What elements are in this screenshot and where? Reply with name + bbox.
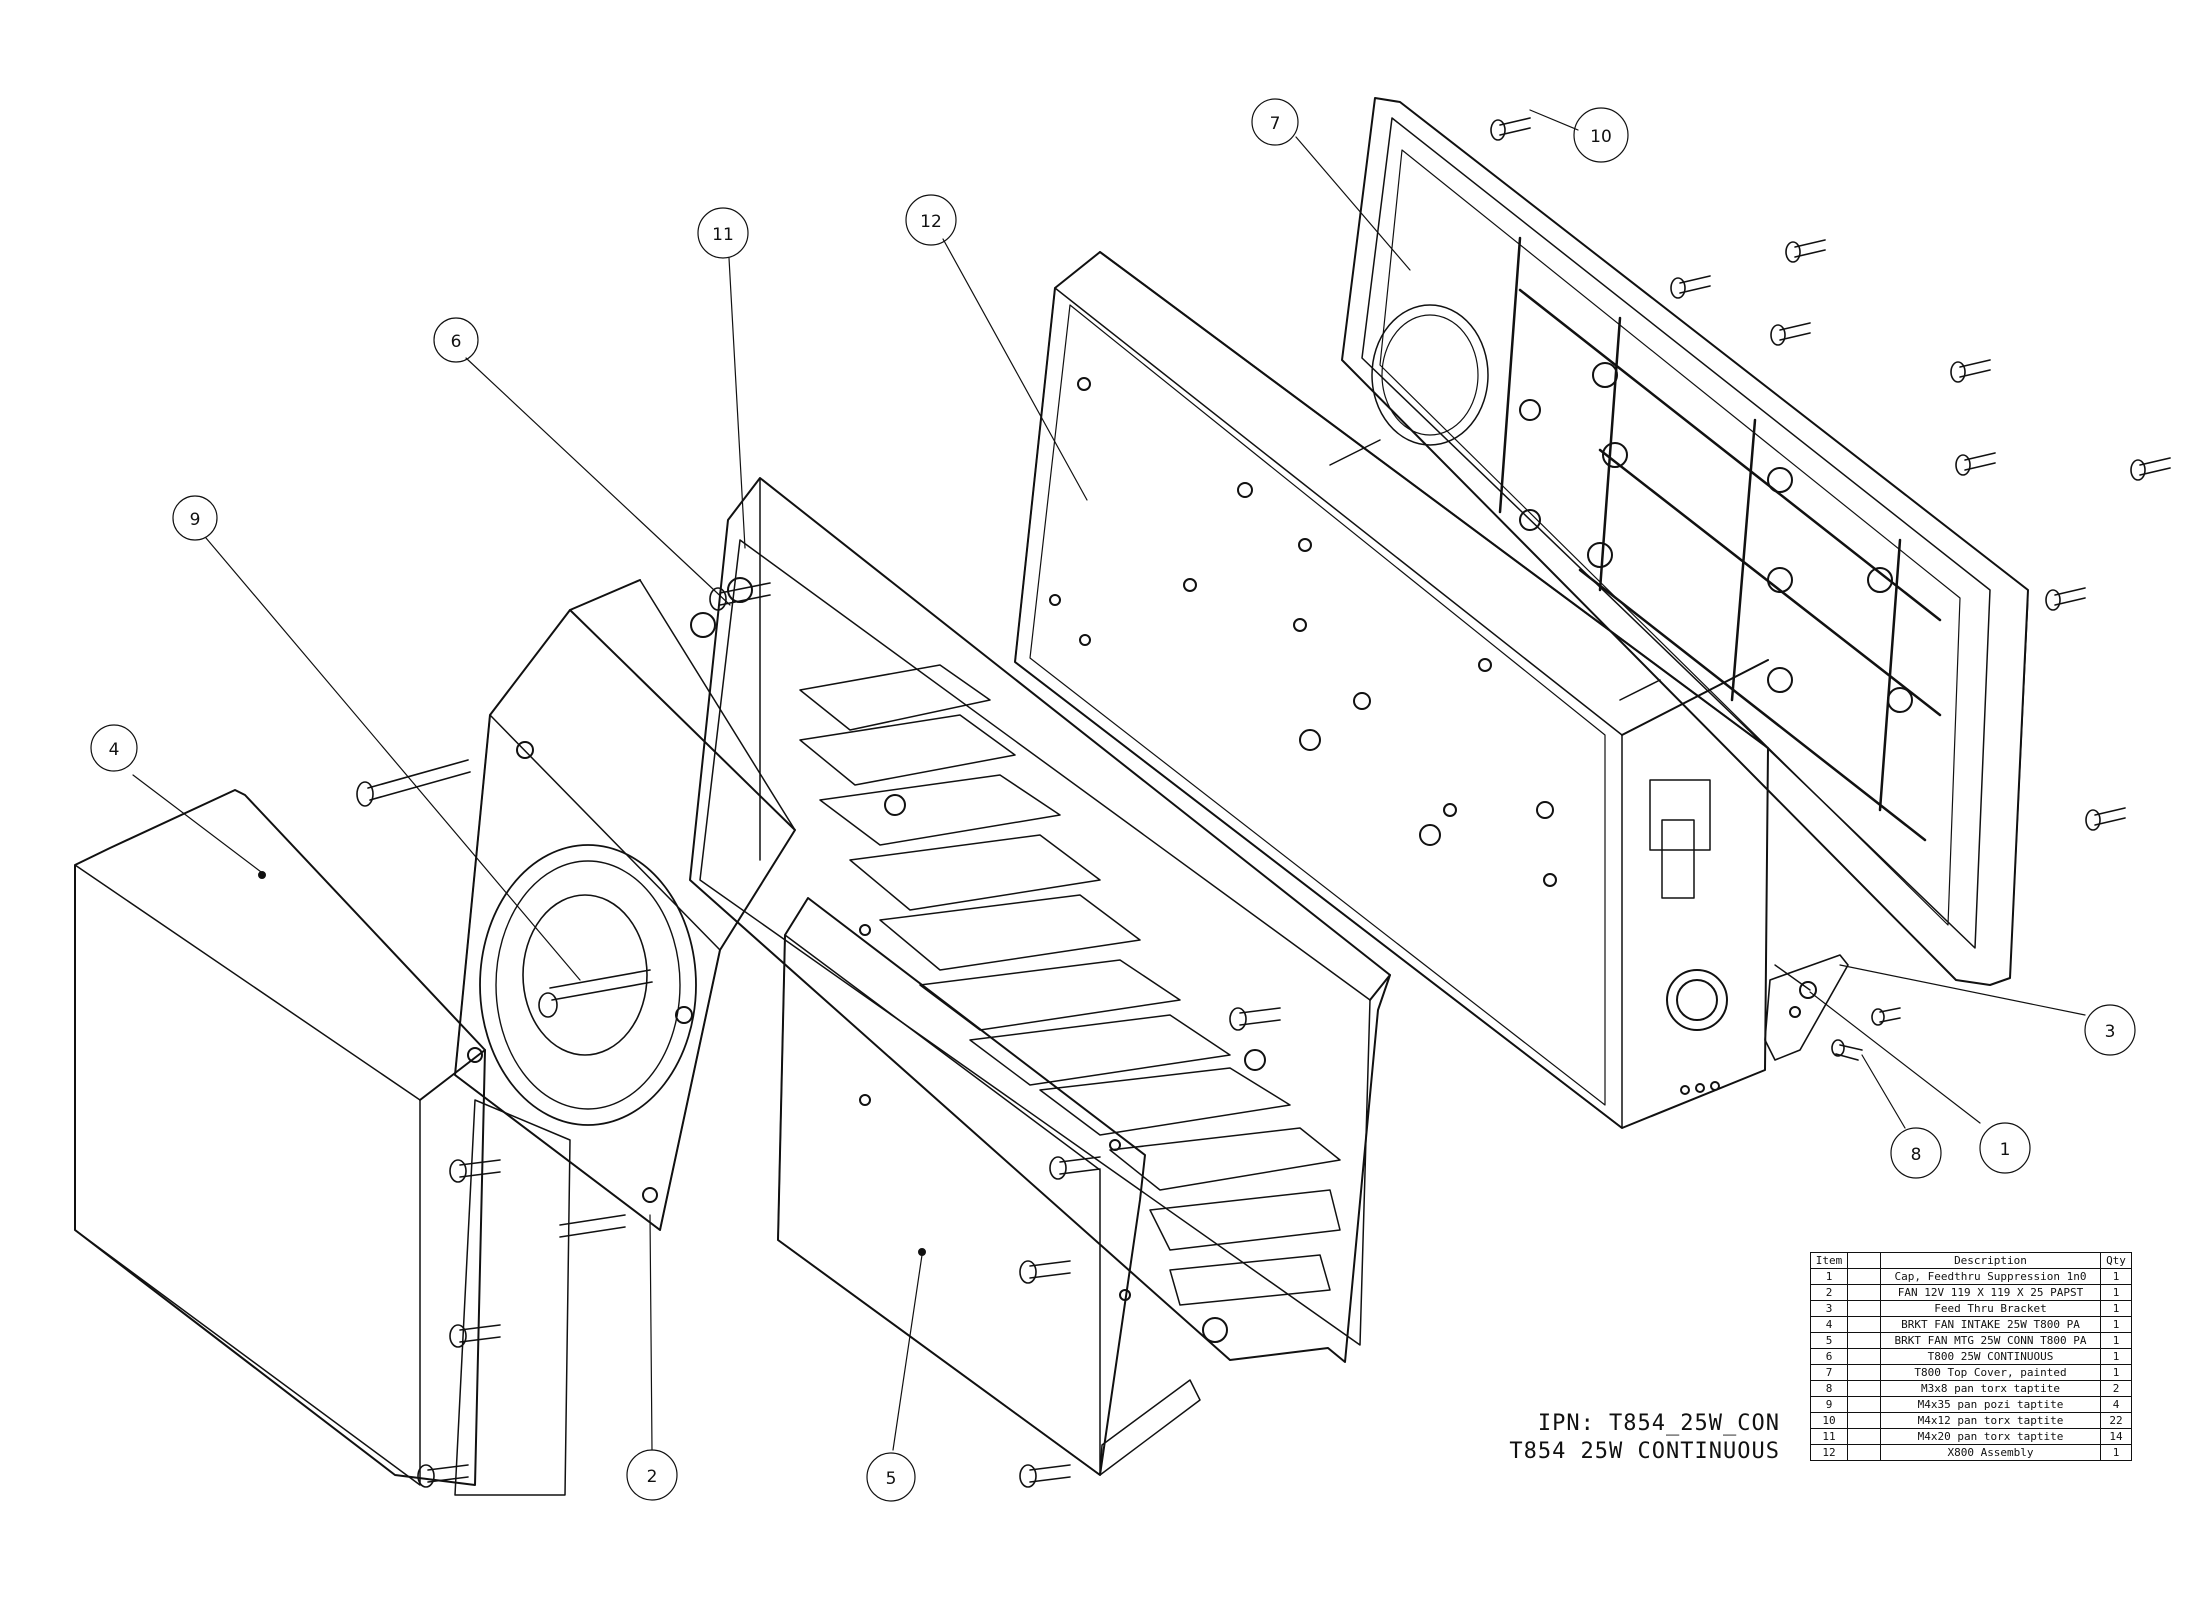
bom-qty: 1 (2100, 1284, 2132, 1301)
svg-text:7: 7 (1270, 114, 1281, 134)
bom-item: 10 (1810, 1412, 1848, 1429)
bom-header-qty: Qty (2100, 1252, 2132, 1269)
svg-text:10: 10 (1590, 127, 1612, 147)
bom-header-row: Item Description Qty (1810, 1252, 2132, 1269)
bom-qty: 2 (2100, 1380, 2132, 1397)
feedthru-bracket-part (1764, 954, 1849, 1061)
bom-item: 12 (1810, 1444, 1848, 1461)
bom-item: 1 (1810, 1268, 1848, 1285)
ipn-label: IPN: T854_25W_CON (1537, 1411, 1780, 1436)
bom-qty: 1 (2100, 1364, 2132, 1381)
fan-mounting-bracket-part (777, 897, 1201, 1476)
balloon-11: 11 (697, 207, 749, 259)
bom-qty: 1 (2100, 1300, 2132, 1317)
svg-text:5: 5 (886, 1469, 897, 1489)
balloon-3: 3 (2084, 1004, 2136, 1056)
bom-description: X800 Assembly (1880, 1444, 2101, 1461)
item-balloons: 7 10 12 11 6 9 4 2 5 3 1 8 (90, 98, 2136, 1502)
screws (356, 117, 2171, 1488)
svg-text:2: 2 (647, 1467, 658, 1487)
bom-item: 7 (1810, 1364, 1848, 1381)
bom-description: T800 25W CONTINUOUS (1880, 1348, 2101, 1365)
bom-item: 8 (1810, 1380, 1848, 1397)
svg-text:4: 4 (109, 740, 120, 760)
balloon-6: 6 (433, 317, 479, 363)
fan-intake-bracket-part (74, 789, 571, 1496)
bom-item: 6 (1810, 1348, 1848, 1365)
balloon-1: 1 (1979, 1122, 2031, 1174)
bom-description: M4x12 pan torx taptite (1880, 1412, 2101, 1429)
assembly-name: T854 25W CONTINUOUS (1509, 1439, 1780, 1464)
svg-text:9: 9 (190, 510, 201, 530)
bom-item: 3 (1810, 1300, 1848, 1317)
balloon-8: 8 (1890, 1127, 1942, 1179)
svg-text:12: 12 (920, 212, 942, 232)
bom-qty: 1 (2100, 1348, 2132, 1365)
svg-text:11: 11 (712, 225, 734, 245)
bom-description: Feed Thru Bracket (1880, 1300, 2101, 1317)
bom-item: 5 (1810, 1332, 1848, 1349)
bom-header-item: Item (1810, 1252, 1848, 1269)
fan-part (454, 579, 796, 1231)
heatsink-part (689, 477, 1391, 1363)
bom-item: 9 (1810, 1396, 1848, 1413)
bom-description: T800 Top Cover, painted (1880, 1364, 2101, 1381)
bom-description: BRKT FAN MTG 25W CONN T800 PA (1880, 1332, 2101, 1349)
bom-qty: 1 (2100, 1332, 2132, 1349)
bom-item: 11 (1810, 1428, 1848, 1445)
bom-description: BRKT FAN INTAKE 25W T800 PA (1880, 1316, 2101, 1333)
bom-description: Cap, Feedthru Suppression 1n0 (1880, 1268, 2101, 1285)
balloon-5: 5 (866, 1452, 916, 1502)
bom-header-spacer (1847, 1252, 1881, 1269)
bom-qty: 14 (2100, 1428, 2132, 1445)
balloon-9: 9 (172, 495, 218, 541)
title-block: IPN: T854_25W_CON T854 25W CONTINUOUS (1480, 1410, 1780, 1466)
bom-qty: 1 (2100, 1316, 2132, 1333)
bom-item: 2 (1810, 1284, 1848, 1301)
balloon-7: 7 (1251, 98, 1299, 146)
leader-lines (132, 109, 2086, 1451)
balloon-4: 4 (90, 724, 138, 772)
bom-header-description: Description (1880, 1252, 2101, 1269)
bom-qty: 4 (2100, 1396, 2132, 1413)
top-cover-part (1341, 97, 2029, 986)
svg-text:1: 1 (2000, 1140, 2011, 1160)
bom-qty: 1 (2100, 1444, 2132, 1461)
bom-description: FAN 12V 119 X 119 X 25 PAPST (1880, 1284, 2101, 1301)
svg-text:3: 3 (2105, 1022, 2116, 1042)
bom-qty: 22 (2100, 1412, 2132, 1429)
balloon-12: 12 (905, 194, 957, 246)
bom-qty: 1 (2100, 1268, 2132, 1285)
svg-text:6: 6 (451, 332, 462, 352)
balloon-10: 10 (1573, 107, 1629, 163)
bom-description: M4x35 pan pozi taptite (1880, 1396, 2101, 1413)
bom-description: M3x8 pan torx taptite (1880, 1380, 2101, 1397)
svg-text:8: 8 (1911, 1145, 1922, 1165)
x800-assembly-part (1014, 251, 1769, 1129)
bom-description: M4x20 pan torx taptite (1880, 1428, 2101, 1445)
balloon-2: 2 (626, 1449, 678, 1501)
bom-item: 4 (1810, 1316, 1848, 1333)
